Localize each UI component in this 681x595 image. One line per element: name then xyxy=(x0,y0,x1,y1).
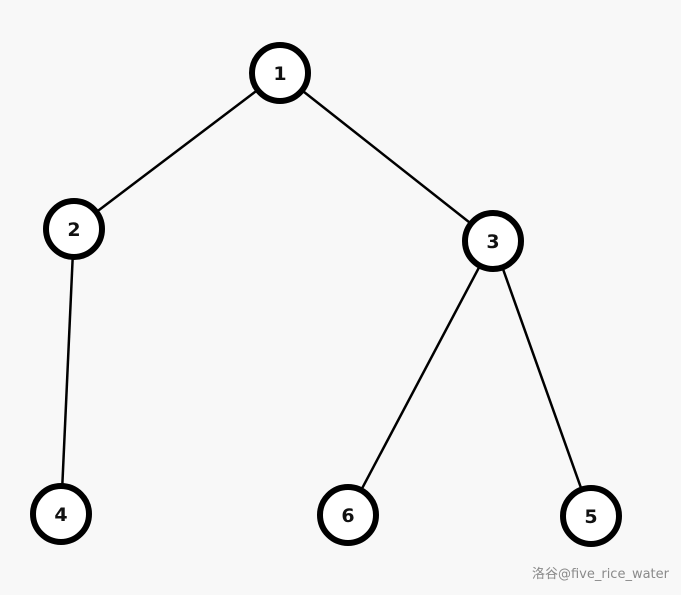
node-6: 6 xyxy=(317,484,379,546)
watermark: 洛谷@five_rice_water xyxy=(531,567,669,582)
node-circle xyxy=(462,210,524,272)
node-label: 2 xyxy=(67,219,80,241)
edge-3-5 xyxy=(491,240,593,517)
node-2: 2 xyxy=(43,198,105,260)
node-label: 6 xyxy=(341,505,354,527)
node-circle xyxy=(317,484,379,546)
node-1: 1 xyxy=(249,42,311,104)
node-circle xyxy=(30,483,92,545)
node-4: 4 xyxy=(30,483,92,545)
node-3: 3 xyxy=(462,210,524,272)
node-label: 4 xyxy=(54,504,67,526)
node-circle xyxy=(249,42,311,104)
node-label: 5 xyxy=(584,506,597,528)
node-circle xyxy=(43,198,105,260)
node-5: 5 xyxy=(560,485,622,547)
node-circle xyxy=(560,485,622,547)
edge-2-4 xyxy=(59,228,76,515)
edge-3-6 xyxy=(346,240,495,516)
edge-1-3 xyxy=(279,72,494,242)
edge-1-2 xyxy=(73,72,281,230)
node-label: 1 xyxy=(273,63,286,85)
node-label: 3 xyxy=(486,231,499,253)
